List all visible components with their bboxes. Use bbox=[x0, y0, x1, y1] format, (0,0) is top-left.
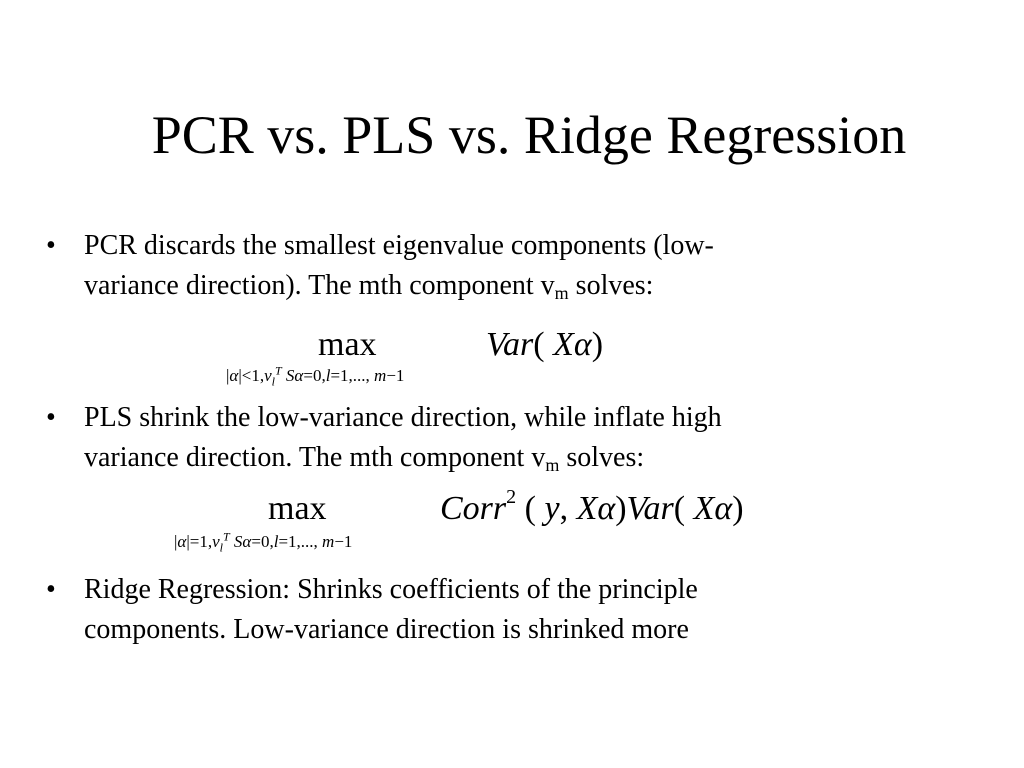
equation-pls-expression: Corr2 ( y, Xα)Var( Xα) bbox=[440, 486, 744, 527]
bullet-pls-line-2-text: variance direction. The mth component v bbox=[84, 442, 546, 473]
bullet-marker: • bbox=[46, 402, 56, 433]
bullet-pls: PLS shrink the low-variance direction, w… bbox=[84, 398, 964, 478]
equation-pls-operator: max bbox=[268, 490, 327, 527]
bullet-pcr-line-1: PCR discards the smallest eigenvalue com… bbox=[84, 230, 714, 261]
equation-pls-constraint: |α|=1,vlT Sα=0,l=1,..., m−1 bbox=[174, 529, 353, 555]
equation-pcr-expression: Var( Xα) bbox=[486, 326, 604, 363]
bullet-ridge-line-1: Ridge Regression: Shrinks coefficients o… bbox=[84, 574, 698, 605]
bullet-pcr-line-2: variance direction). The mth component v… bbox=[84, 266, 964, 306]
slide-title: PCR vs. PLS vs. Ridge Regression bbox=[151, 105, 907, 165]
bullet-pls-line-2-end: solves: bbox=[559, 442, 645, 473]
subscript-m: m bbox=[554, 283, 569, 303]
bullet-marker: • bbox=[46, 574, 56, 605]
bullet-pls-line-2: variance direction. The mth component vm… bbox=[84, 438, 964, 478]
subscript-m: m bbox=[545, 455, 560, 475]
bullet-ridge-line-2: components. Low-variance direction is sh… bbox=[84, 614, 689, 645]
equation-pcr-operator: max bbox=[318, 326, 377, 363]
bullet-pls-line-1: PLS shrink the low-variance direction, w… bbox=[84, 402, 722, 433]
bullet-ridge: Ridge Regression: Shrinks coefficients o… bbox=[84, 570, 964, 650]
bullet-pcr-line-2-end: solves: bbox=[568, 270, 654, 301]
bullet-marker: • bbox=[46, 230, 56, 261]
bullet-pcr: PCR discards the smallest eigenvalue com… bbox=[84, 226, 964, 306]
equation-pcr-constraint: |α|<1,vlT Sα=0,l=1,..., m−1 bbox=[226, 363, 405, 389]
bullet-pcr-line-2-text: variance direction). The mth component v bbox=[84, 270, 555, 301]
